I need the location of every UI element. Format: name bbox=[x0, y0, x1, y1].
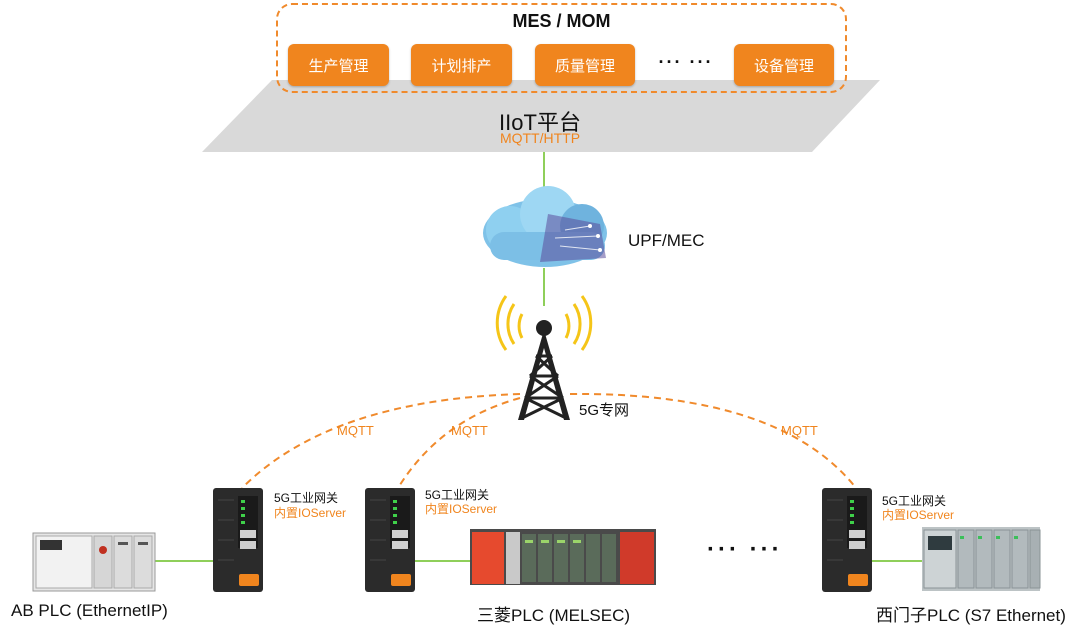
gateway-device-icon bbox=[365, 488, 415, 592]
gateway-2-subtitle: 内置IOServer bbox=[425, 502, 498, 516]
module-equipment-management: 设备管理 bbox=[734, 44, 834, 86]
plc-icon bbox=[922, 527, 1041, 591]
private-5g-label: 5G专网 bbox=[579, 402, 630, 419]
device-ellipsis: ··· ··· bbox=[707, 536, 783, 563]
mqtt-label-gw2: MQTT bbox=[451, 423, 488, 438]
mqtt-link-gw2 bbox=[397, 397, 521, 489]
gateway-3-title: 5G工业网关 bbox=[882, 494, 947, 508]
mqtt-link-gw3 bbox=[569, 392, 857, 489]
mqtt-label-gw1: MQTT bbox=[337, 423, 374, 438]
upf-mec-label: UPF/MEC bbox=[628, 231, 705, 250]
iiot-protocol-label: MQTT/HTTP bbox=[499, 130, 581, 146]
plc-icon bbox=[32, 532, 156, 592]
mes-mom-container bbox=[276, 3, 847, 93]
gateway-1-subtitle: 内置IOServer bbox=[274, 506, 347, 520]
module-production-scheduling: 计划排产 bbox=[411, 44, 512, 86]
iiot-platform-slab bbox=[202, 80, 880, 152]
mitsubishi-plc-label: 三菱PLC (MELSEC) bbox=[477, 606, 631, 625]
cloud-icon bbox=[483, 186, 607, 267]
gateway-device-icon bbox=[213, 488, 263, 592]
iiot-platform-title: IIoT平台 bbox=[499, 110, 581, 135]
gateway-2-title: 5G工业网关 bbox=[425, 488, 490, 502]
gateway-1-title: 5G工业网关 bbox=[274, 491, 339, 505]
ab-plc-label: AB PLC (EthernetIP) bbox=[11, 601, 168, 620]
signal-tower-icon bbox=[495, 295, 593, 420]
mqtt-label-gw3: MQTT bbox=[781, 423, 818, 438]
plc-icon bbox=[470, 529, 656, 585]
module-quality-management: 质量管理 bbox=[535, 44, 635, 86]
siemens-plc-label: 西门子PLC (S7 Ethernet) bbox=[876, 606, 1066, 625]
gateway-device-icon bbox=[822, 488, 872, 592]
module-ellipsis: ··· ··· bbox=[658, 52, 714, 72]
module-production-management: 生产管理 bbox=[288, 44, 389, 86]
mqtt-link-gw1 bbox=[241, 393, 521, 489]
mes-mom-title: MES / MOM bbox=[512, 11, 611, 31]
gateway-3-subtitle: 内置IOServer bbox=[882, 508, 955, 522]
